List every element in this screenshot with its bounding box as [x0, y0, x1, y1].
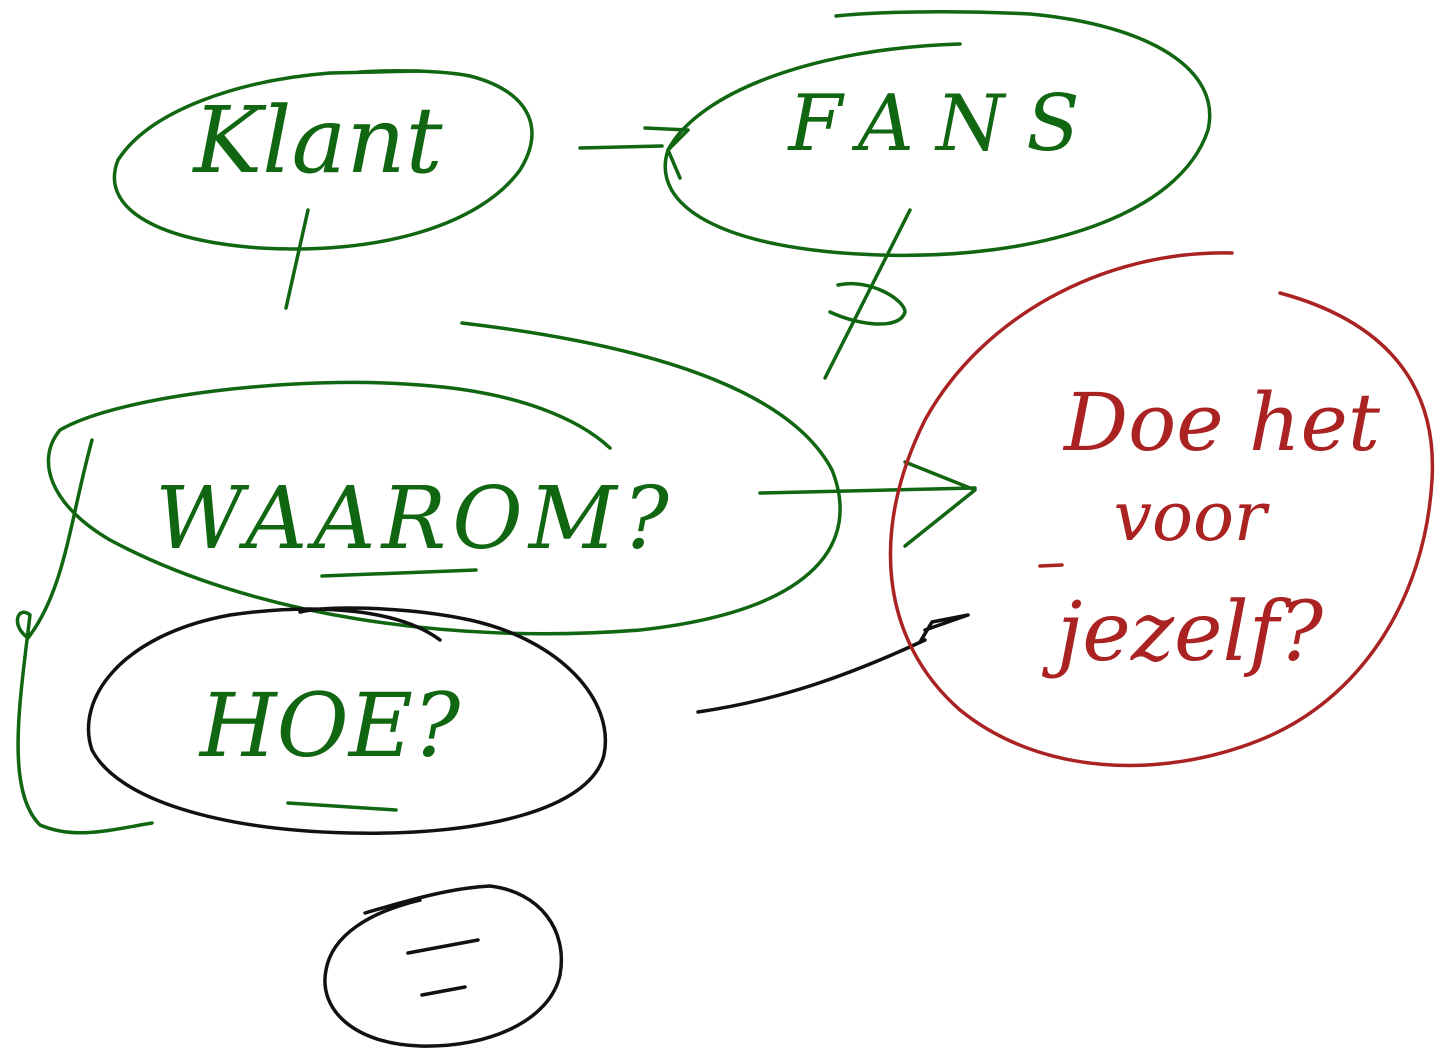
waarom-node: WAAROM? — [15, 321, 842, 835]
equals-sign-icon — [406, 938, 480, 997]
klant-node: Klant — [112, 69, 534, 310]
doe-het-ellipse — [888, 251, 1435, 768]
fans-node: FANS — [663, 10, 1212, 380]
equals-ellipse — [323, 884, 564, 1048]
doe-het-label-line1: Doe het — [1062, 376, 1381, 469]
arrow-hoe-to-doe-het — [696, 613, 970, 714]
arrow-klant-to-fans — [578, 126, 690, 180]
hoe-underline — [286, 801, 398, 812]
waarom-ellipse — [46, 321, 842, 636]
hoe-label: HOE? — [198, 674, 461, 777]
fans-label: FANS — [786, 79, 1101, 169]
left-bracket-connector — [15, 438, 154, 835]
klant-label: Klant — [191, 87, 443, 194]
klant-ellipse — [112, 69, 534, 251]
doe-het-dash — [1038, 563, 1064, 568]
klant-ellipse-tail — [328, 69, 420, 75]
doe-het-label-line2: voor — [1114, 478, 1270, 557]
waarom-label: WAAROM? — [155, 469, 675, 569]
dollar-sign-icon — [823, 208, 912, 380]
klant-stem — [284, 208, 310, 310]
hoe-node: HOE? — [86, 606, 608, 835]
arrow-waarom-to-doe-het — [758, 460, 977, 548]
equals-node — [323, 884, 564, 1048]
fans-ellipse — [663, 10, 1212, 258]
hoe-ellipse — [86, 606, 608, 835]
doe-het-label-line3: jezelf? — [1042, 585, 1324, 680]
waarom-underline — [320, 568, 478, 578]
doe-het-node: Doe het voor jezelf? — [888, 251, 1435, 768]
